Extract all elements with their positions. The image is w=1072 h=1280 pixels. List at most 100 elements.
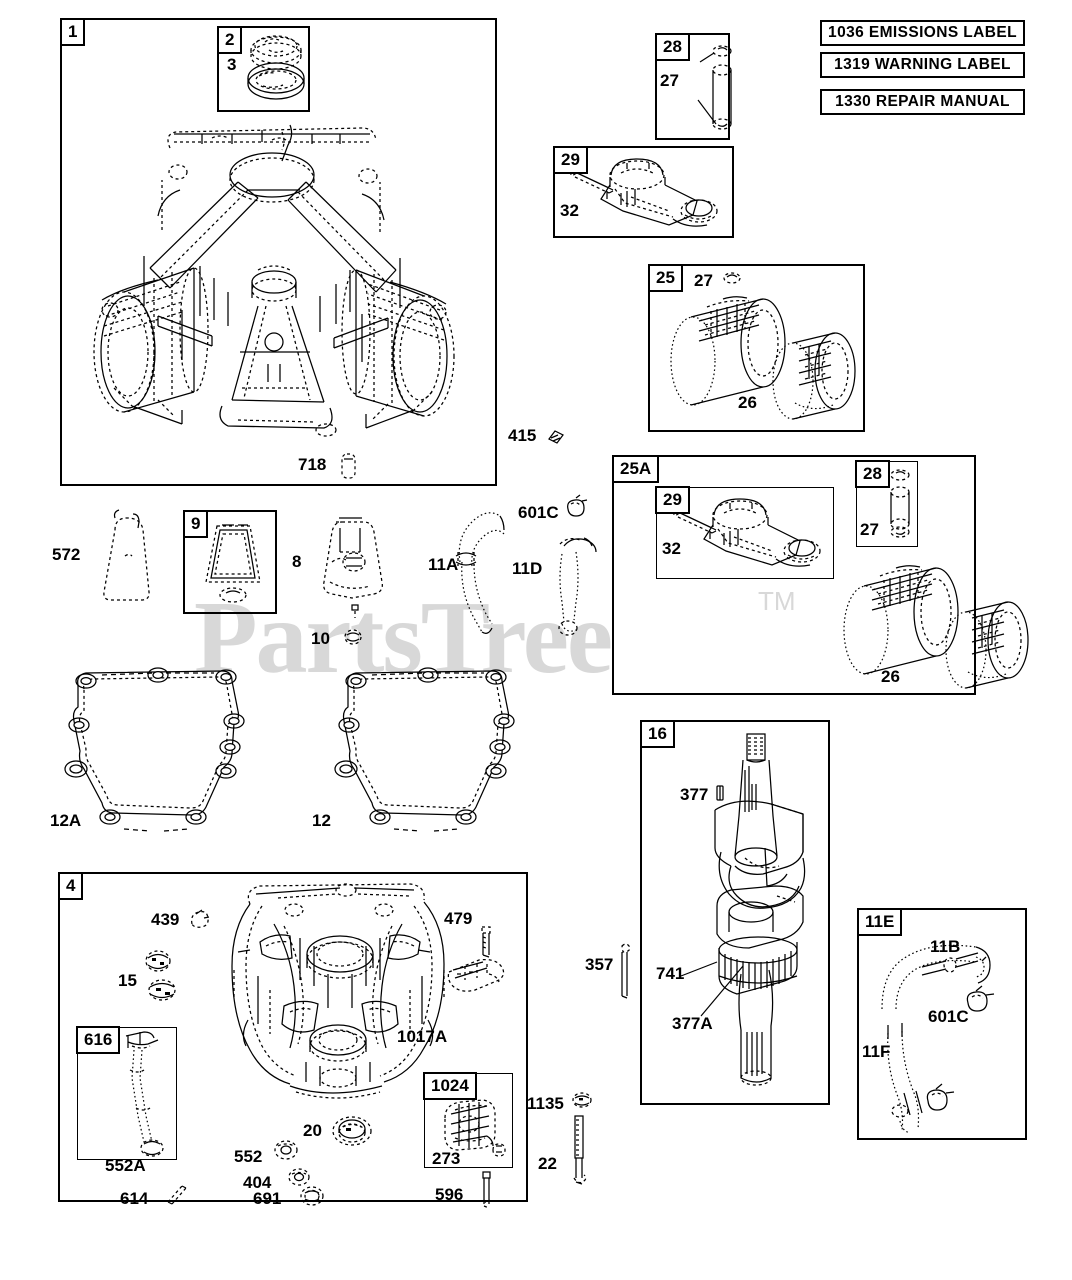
callout-32-25A: 32: [662, 539, 681, 558]
callout-12A: 12A: [50, 811, 82, 830]
panel-connecting-rod-25A: 29: [655, 486, 834, 579]
panel-sump-crankcase: 4: [58, 872, 528, 1202]
callout-572: 572: [52, 545, 81, 564]
panel-tag-1024: 1024: [423, 1072, 477, 1100]
piston-rings-art-25: [670, 296, 856, 420]
panel-cylinder-block: 1: [60, 18, 497, 486]
label-box-repair-manual: 1330 REPAIR MANUAL: [820, 89, 1025, 115]
connecting-rod-art-top: [568, 158, 718, 227]
oil-pump-rotor-art: [444, 1099, 496, 1151]
callout-12: 12: [312, 811, 331, 830]
label-box-warning: 1319 WARNING LABEL: [820, 52, 1025, 78]
dowel-pin-art: [341, 453, 356, 479]
valve-cover-gasket-art: [205, 524, 261, 603]
breather-hose-lower-art: [558, 537, 597, 636]
oil-seal-20-art: [332, 1116, 372, 1146]
lock-washer-art: [572, 1092, 592, 1108]
panel-tag-16: 16: [640, 720, 675, 748]
callout-10: 10: [311, 629, 330, 648]
callout-15: 15: [118, 971, 137, 990]
sump-casting-art: [231, 883, 445, 1099]
callout-273: 273: [432, 1149, 461, 1168]
governor-shaft-art: [191, 909, 210, 928]
panel-connecting-rod-top: 29: [553, 146, 734, 238]
panel-piston-pin-top: 28: [655, 33, 730, 140]
callout-601C-mid: 601C: [518, 503, 559, 522]
callout-32-top: 32: [560, 201, 579, 220]
callout-377: 377: [680, 785, 709, 804]
panel-piston-assembly-oversize: 25A: [612, 455, 976, 695]
callout-377A: 377A: [672, 1014, 713, 1033]
oil-pump-screw-art: [481, 926, 491, 958]
gasket-12-art: [334, 667, 515, 832]
panel-piston-pin-25A: 28: [855, 460, 918, 547]
stud-bolt-art: [573, 1115, 587, 1185]
crankshaft-key-art: [716, 785, 724, 801]
piston-pin-art-25A: [890, 469, 910, 538]
washer-404-art: [288, 1168, 310, 1186]
oil-pump-body-art: [447, 959, 505, 992]
panel-tag-9: 9: [183, 510, 209, 538]
panel-tag-616: 616: [76, 1026, 121, 1054]
panel-breather-hose-kit: 11E: [857, 908, 1027, 1140]
callout-357: 357: [585, 955, 614, 974]
panel-tag-11E: 11E: [857, 908, 903, 936]
callout-614: 614: [120, 1189, 149, 1208]
panel-tag-4: 4: [58, 872, 84, 900]
cotter-pin-art: [167, 1185, 187, 1205]
panel-oil-pump: 1024: [423, 1072, 513, 1168]
callout-11F: 11F: [862, 1042, 891, 1061]
valve-cover-art: [323, 517, 383, 599]
hose-clamp-art-mid: [567, 494, 588, 517]
panel-tag-2: 2: [217, 26, 243, 54]
callout-439: 439: [151, 910, 180, 929]
piston-pin-art-top: [697, 45, 732, 130]
callout-691: 691: [253, 1189, 282, 1208]
panel-tag-29: 29: [553, 146, 588, 174]
panel-breather: 2: [217, 26, 310, 112]
panel-tag-28-25A: 28: [855, 460, 890, 488]
oil-seal-set-art: [145, 950, 176, 1001]
connecting-rod-art-25A: [671, 498, 821, 567]
panel-tag-1: 1: [60, 18, 86, 46]
piston-lock-art-25: [723, 272, 741, 284]
callout-601C-11E: 601C: [928, 1007, 969, 1026]
breather-hose-upper-art: [455, 512, 505, 634]
callout-26-p25: 26: [738, 393, 757, 412]
panel-tag-25A: 25A: [612, 455, 660, 483]
retaining-ring-art: [300, 1186, 324, 1206]
panel-valve-cover-gasket: 9: [183, 510, 277, 614]
crankshaft-art: [680, 733, 806, 1086]
callout-20: 20: [303, 1121, 322, 1140]
callout-11B: 11B: [930, 937, 961, 956]
callout-27-top: 27: [660, 71, 679, 90]
callout-741: 741: [656, 964, 685, 983]
callout-552: 552: [234, 1147, 263, 1166]
plug-art: [548, 430, 564, 444]
governor-crank-art: [125, 1031, 164, 1157]
callout-1017A: 1017A: [397, 1027, 448, 1046]
long-bolt-art: [621, 943, 631, 999]
callout-415: 415: [508, 426, 537, 445]
callout-27-25A: 27: [860, 520, 879, 539]
valve-cover-screw-head-art: [351, 604, 359, 618]
breather-art: [247, 35, 305, 100]
callout-596: 596: [435, 1185, 464, 1204]
screw-596-art: [482, 1171, 491, 1209]
panel-tag-29-25A: 29: [655, 486, 690, 514]
heat-shield-art: [103, 509, 150, 601]
valve-cover-screw-art: [344, 629, 362, 645]
washer-552-art: [274, 1140, 298, 1160]
callout-26-25A: 26: [881, 667, 900, 686]
piston-rings-art-25A: [843, 565, 1029, 689]
callout-27-p25: 27: [694, 271, 713, 290]
callout-22: 22: [538, 1154, 557, 1173]
callout-552A: 552A: [105, 1156, 146, 1175]
breather-hose-kit-art: [881, 944, 995, 1134]
callout-479: 479: [444, 909, 473, 928]
callout-3: 3: [227, 55, 237, 74]
gasket-12A-art: [64, 667, 245, 832]
oil-pump-small-part-art: [492, 1143, 506, 1157]
callout-1135: 1135: [527, 1094, 564, 1113]
